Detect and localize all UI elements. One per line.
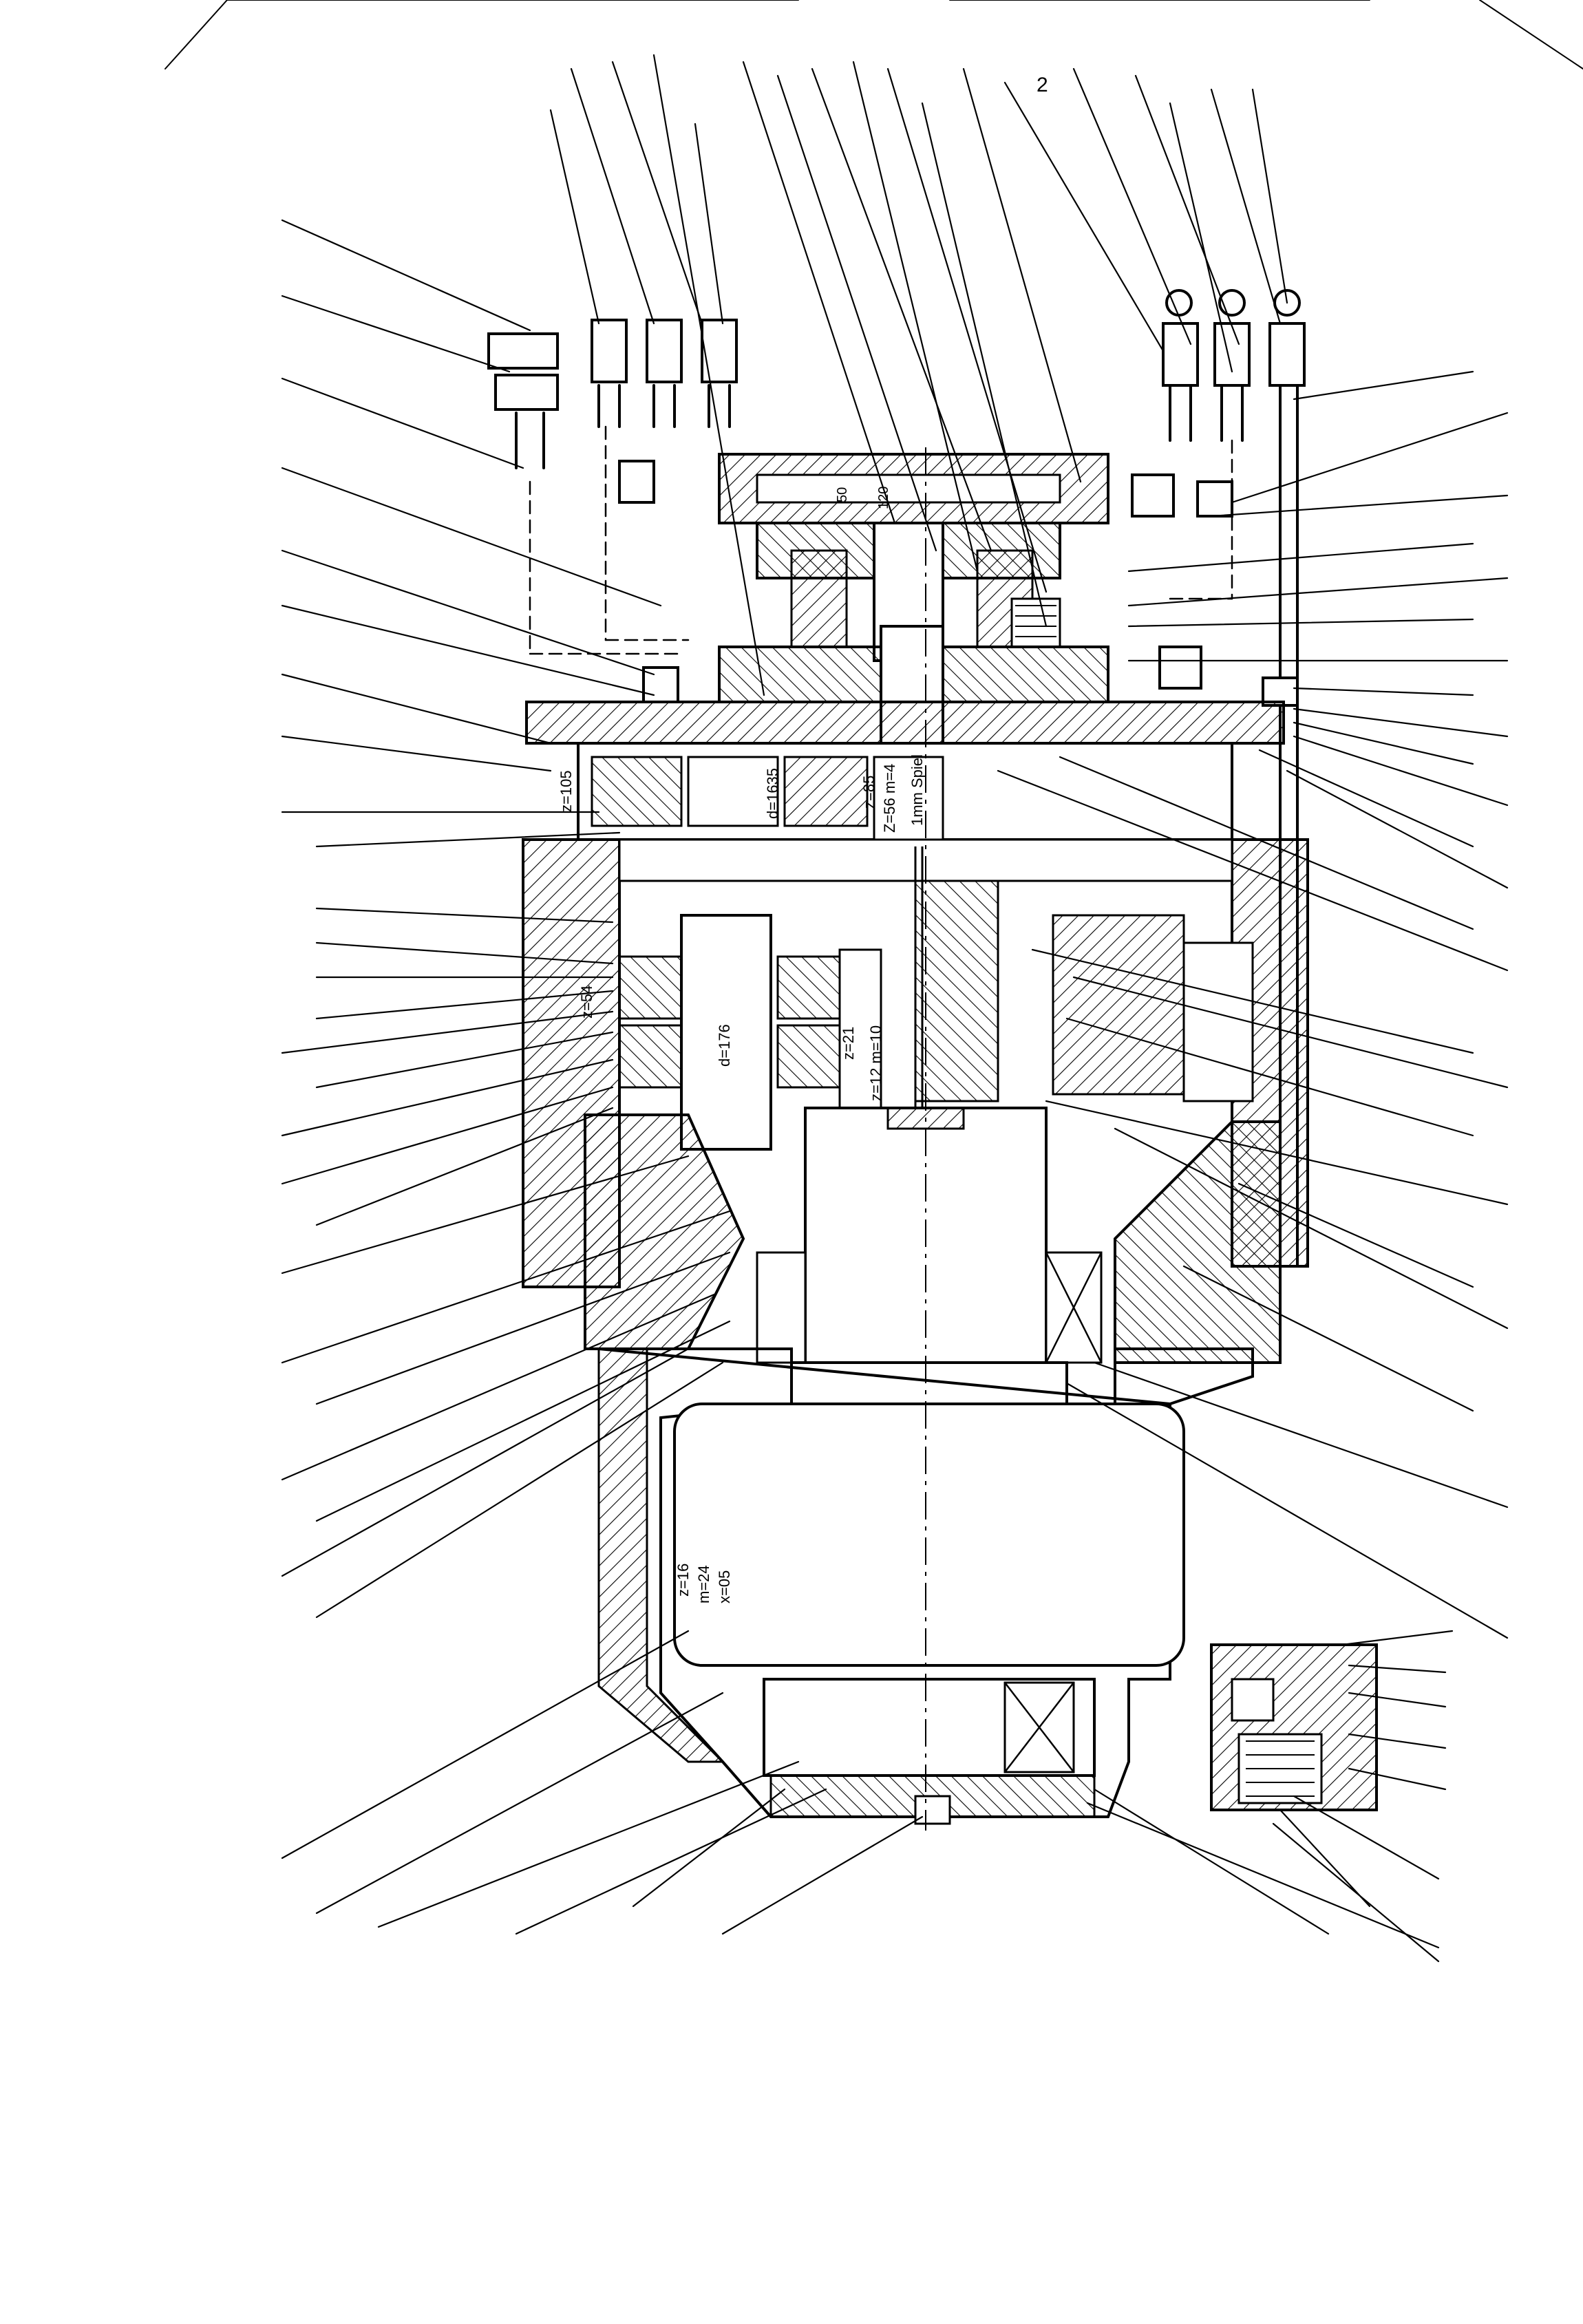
dim-annotation: 120 — [876, 487, 891, 509]
top-cap-assembly: 50 120 — [718, 453, 1109, 751]
page-number: 2 — [1037, 74, 1048, 96]
dim-annotation: z=54 — [578, 985, 595, 1019]
dim-annotation: z=16 — [674, 1564, 692, 1597]
dim-annotation: z=105 — [557, 770, 575, 812]
gear-annotations: d=1635 z=85 Z=56 m=4 1mm Spiel d=176 z=2… — [557, 754, 926, 1603]
dim-annotation: 1mm Spiel — [909, 754, 926, 826]
dim-annotation: x=05 — [716, 1570, 733, 1603]
inset-detail-view — [1210, 1643, 1378, 1811]
main-housing — [522, 701, 1309, 1825]
dim-annotation: d=1635 — [764, 768, 781, 819]
dim-annotation: z=21 — [840, 1027, 857, 1060]
sheet-frame — [164, 0, 1583, 70]
dim-annotation: z=85 — [860, 776, 878, 809]
dim-annotation: z=12 m=10 — [867, 1025, 884, 1101]
leader-lines — [281, 54, 1509, 1963]
dim-annotation: Z=56 m=4 — [881, 764, 898, 833]
dim-annotation: 50 — [835, 487, 850, 502]
dim-annotation: m=24 — [695, 1565, 712, 1603]
dim-annotation: d=176 — [716, 1024, 733, 1067]
